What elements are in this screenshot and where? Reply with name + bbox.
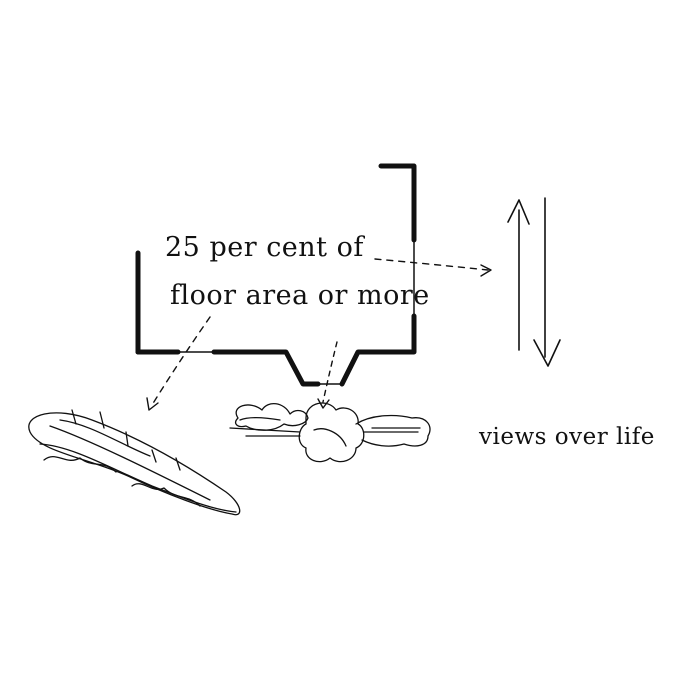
arrow-up-head — [507, 199, 530, 225]
arrow-head-down — [317, 398, 330, 409]
building-plan-outline — [135, 163, 417, 387]
floor-area-label-line2: floor area or more — [170, 280, 430, 311]
dashed-arrow-down — [322, 341, 338, 403]
floor-area-label-line1: 25 per cent of — [165, 232, 364, 263]
arrow-head-lower-left — [146, 397, 159, 411]
tree-clump-sketch — [229, 402, 431, 463]
vertical-double-arrow — [507, 197, 561, 367]
dashed-arrow-right — [374, 258, 489, 271]
arrow-head-right — [480, 264, 492, 277]
dashed-arrows — [146, 258, 492, 411]
arrow-down-head — [533, 339, 561, 367]
leaf-shape-sketch — [28, 409, 241, 516]
wall-bottom-right — [339, 313, 417, 387]
wall-bottom-mid — [211, 349, 321, 387]
wall-right-top — [378, 163, 417, 243]
dashed-arrow-lower-left — [151, 316, 211, 406]
views-label: views over life — [479, 424, 655, 450]
